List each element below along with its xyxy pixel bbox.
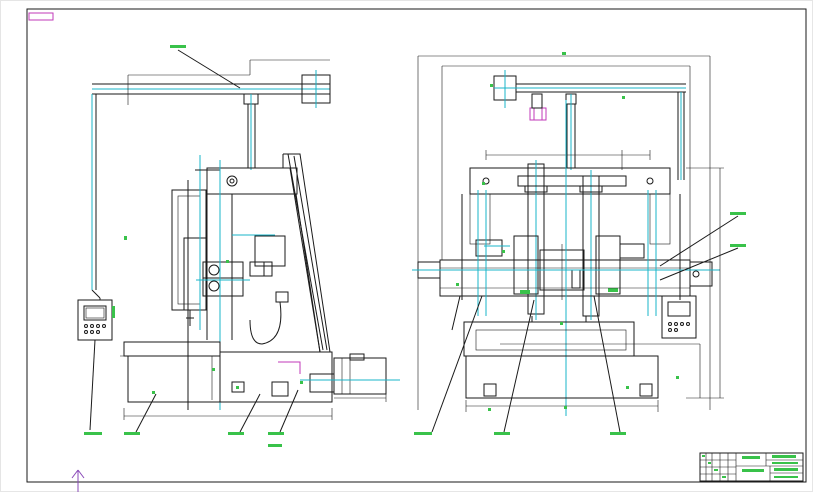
machine-base — [120, 341, 333, 420]
title-block — [699, 452, 804, 482]
tool-rams — [513, 160, 621, 322]
tool-ram — [171, 155, 244, 410]
overhead-cable-arm — [92, 45, 331, 170]
control-pendant — [77, 299, 115, 435]
crossbeam — [461, 150, 681, 300]
front-control-pendant — [661, 295, 697, 339]
side-leaders — [124, 236, 303, 447]
front-view — [412, 52, 746, 435]
side-view — [77, 45, 400, 447]
label-tag — [170, 45, 186, 48]
drive-motor — [300, 353, 400, 402]
pendant-cable — [91, 94, 101, 300]
front-overhead-arm — [490, 70, 686, 180]
front-leaders — [414, 52, 746, 435]
front-base — [463, 167, 724, 412]
machine-column — [206, 153, 331, 353]
arrow-up-icon — [71, 469, 85, 492]
